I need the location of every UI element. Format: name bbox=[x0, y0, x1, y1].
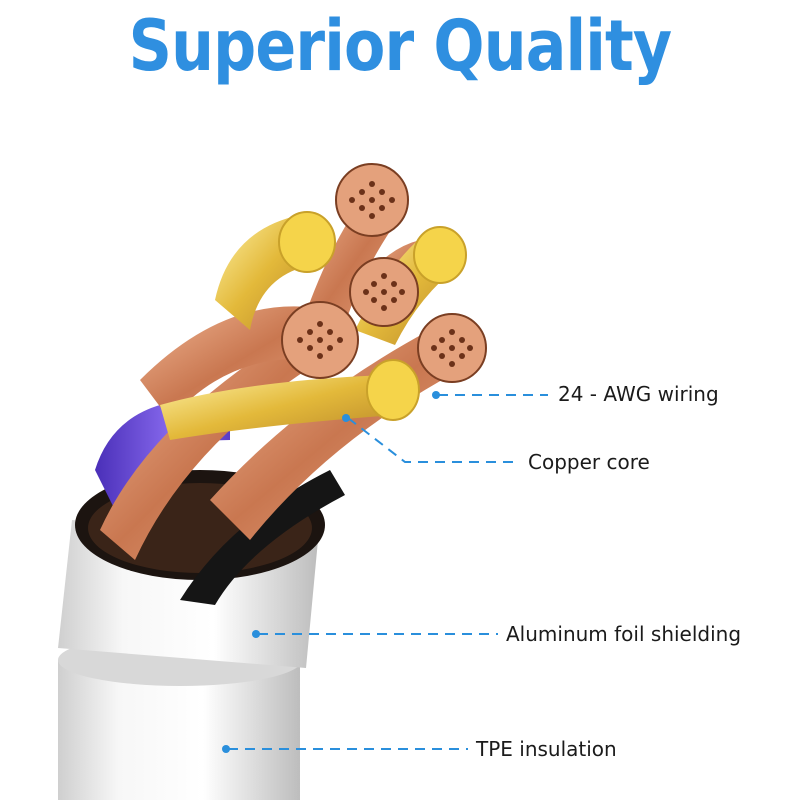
callout-line-copper bbox=[347, 417, 520, 463]
headline-title: Superior Quality bbox=[128, 5, 673, 87]
callout-lines bbox=[228, 394, 548, 750]
callout-dot-tpe bbox=[222, 745, 230, 753]
callout-label-copper: Copper core bbox=[528, 450, 650, 474]
callout-label-foil: Aluminum foil shielding bbox=[506, 622, 742, 646]
strand-bundle-ends bbox=[281, 163, 487, 383]
callout-label-tpe: TPE insulation bbox=[476, 737, 617, 761]
callout-dot-awg bbox=[432, 391, 440, 399]
callout-dots bbox=[222, 391, 440, 753]
callout-label-awg: 24 - AWG wiring bbox=[558, 382, 719, 406]
callout-dot-copper bbox=[342, 414, 350, 422]
black-conductor bbox=[180, 470, 345, 605]
callout-dot-foil bbox=[252, 630, 260, 638]
